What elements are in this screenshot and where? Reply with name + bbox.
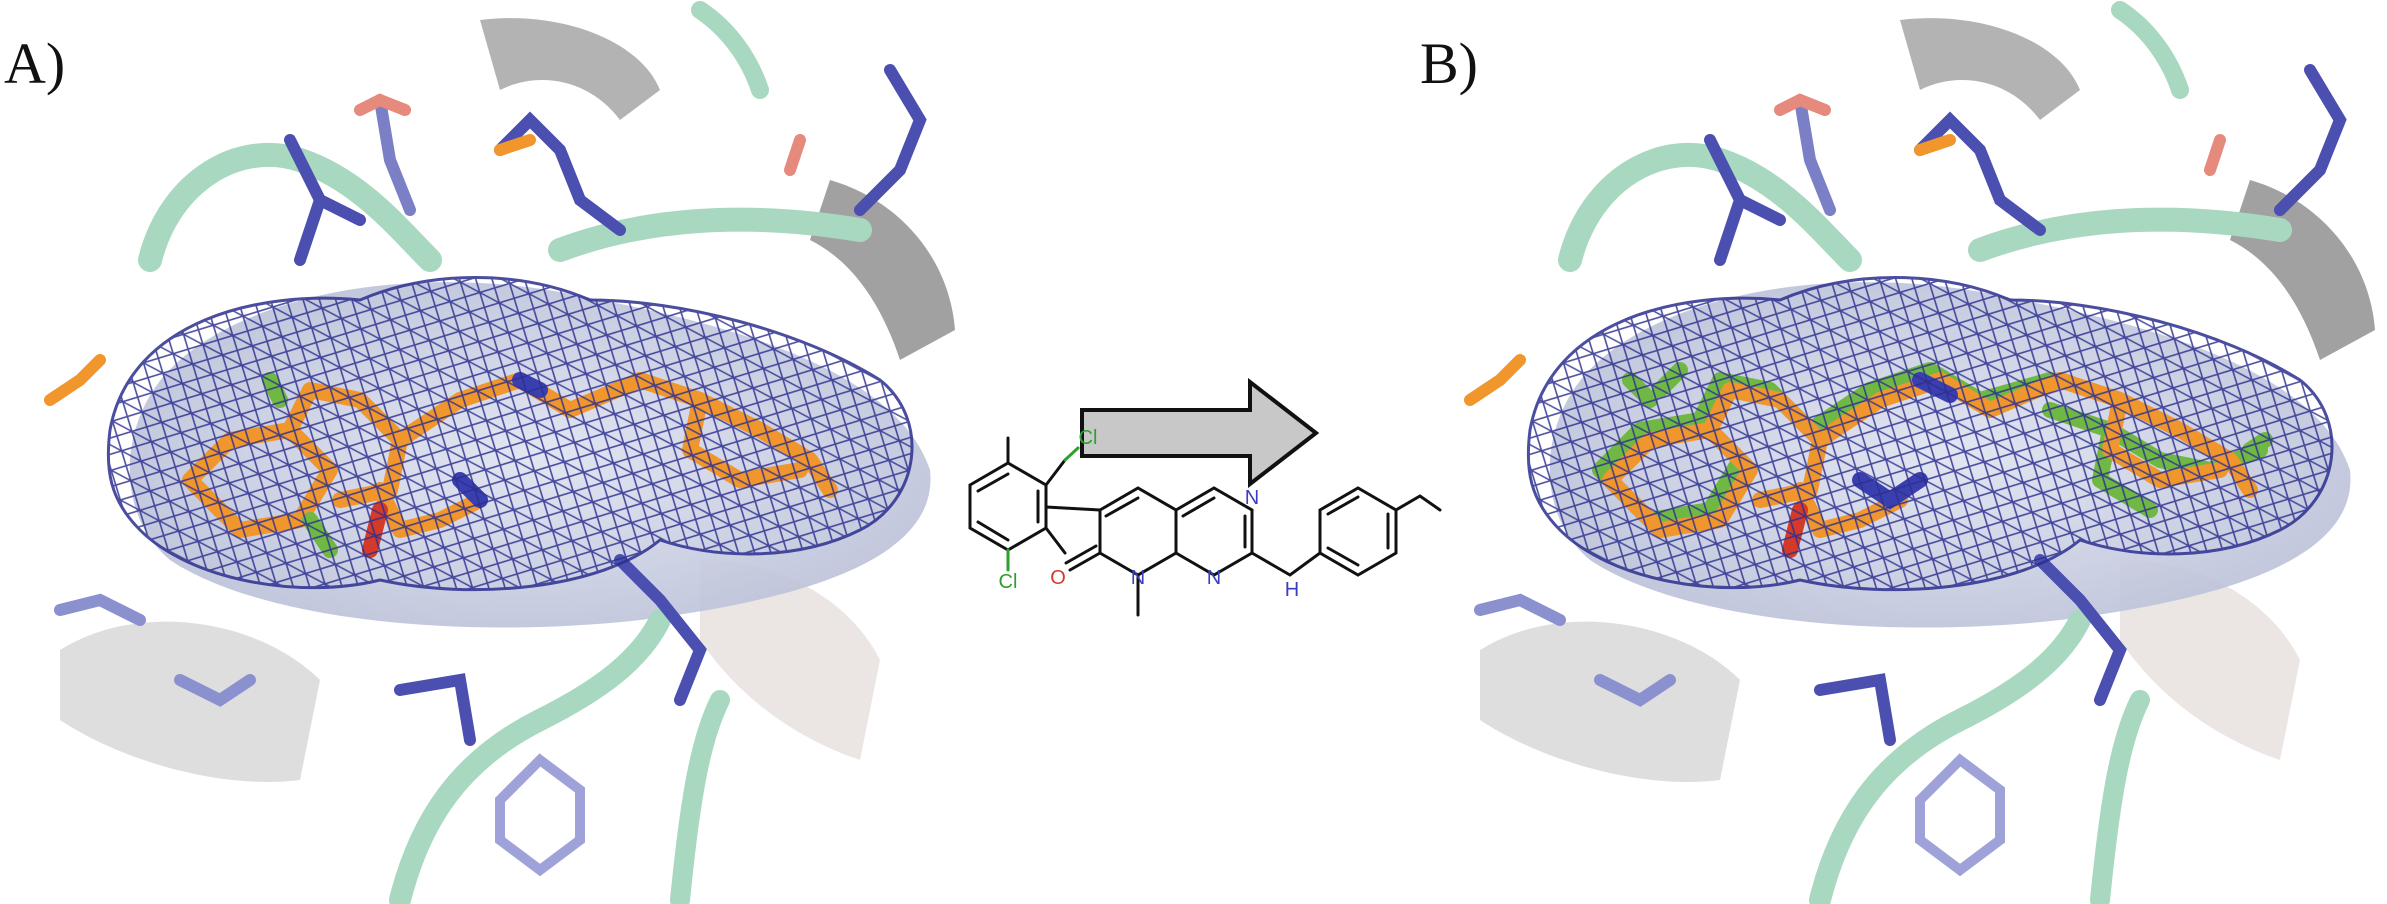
transition-arrow <box>1080 378 1320 488</box>
protein-ribbon <box>2090 690 2150 904</box>
electron-density-mesh <box>1526 276 2334 592</box>
chemical-structure: Cl Cl O N N N H <box>968 427 1442 617</box>
arrow-icon <box>1080 378 1320 488</box>
panel-a-structure <box>0 0 960 904</box>
atom-label-nh: H <box>1285 579 1299 601</box>
atom-label-n-ring: N <box>1131 567 1145 589</box>
protein-surface <box>810 180 955 360</box>
protein-ribbon <box>548 207 872 262</box>
atom-label-n-top: N <box>1245 487 1259 509</box>
protein-ribbon <box>2111 1 2189 99</box>
protein-ribbon <box>389 609 671 904</box>
protein-surface <box>2230 180 2375 360</box>
protein-surface <box>60 621 320 782</box>
panel-b-label: B) <box>1420 31 1478 96</box>
protein-surface <box>2120 560 2300 760</box>
atom-label-oxygen: O <box>1050 567 1066 589</box>
panel-a-render <box>44 1 955 904</box>
protein-surface <box>1480 621 1740 782</box>
panel-a-label: A) <box>4 31 66 96</box>
electron-density-mesh <box>106 276 914 592</box>
protein-ribbon <box>691 1 769 99</box>
residue-sticks <box>44 64 927 877</box>
protein-surface <box>700 560 880 760</box>
protein-ribbon <box>1968 207 2292 262</box>
panel-b-structure <box>1420 0 2380 904</box>
atom-label-cl-bottom: Cl <box>999 571 1018 593</box>
panel-b-render <box>1464 1 2375 904</box>
protein-ribbon <box>670 690 730 904</box>
protein-ribbon <box>1809 609 2091 904</box>
protein-surface <box>480 18 660 120</box>
protein-surface <box>1900 18 2080 120</box>
atom-labels: Cl Cl O N N N H <box>999 427 1300 601</box>
residue-sticks <box>1464 64 2347 877</box>
structure-bonds <box>968 436 1442 617</box>
atom-label-n-bottom: N <box>1207 567 1221 589</box>
atom-label-cl-top: Cl <box>1079 427 1098 449</box>
